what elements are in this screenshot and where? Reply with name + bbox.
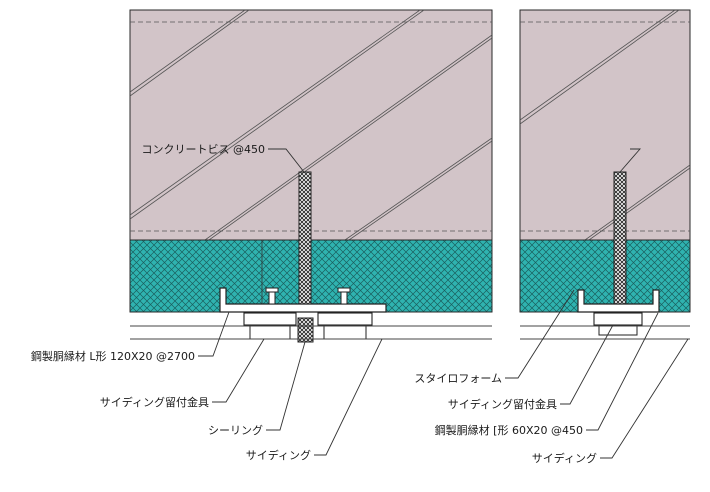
- left-sealing-joint: [297, 317, 314, 343]
- right-concrete-screw: [613, 171, 627, 305]
- label-styrofoam: スタイロフォーム: [414, 372, 502, 385]
- left-l-steel-frame: [219, 287, 387, 313]
- right-styrofoam-layer: [519, 239, 691, 313]
- right-bracket-lower: [598, 324, 638, 336]
- left-frame-screws: [265, 287, 351, 305]
- left-bracket-lower-b: [323, 324, 367, 340]
- label-right-siding-bracket: サイディング留付金具: [448, 397, 557, 411]
- label-left-siding: サイディング: [246, 448, 311, 462]
- label-right-steel-frame: 鋼製胴縁材 [形 60X20 @450: [435, 423, 583, 437]
- left-siding-bracket-b: [317, 312, 373, 326]
- label-left-sealing: シーリング: [208, 423, 263, 437]
- leader-lines: [198, 148, 689, 459]
- left-siding-bracket-a: [243, 312, 297, 326]
- left-concrete-screw: [298, 171, 312, 305]
- right-siding-bracket: [593, 312, 643, 326]
- left-bracket-lower-a: [249, 324, 291, 340]
- left-detail: [129, 9, 493, 343]
- right-detail: [519, 9, 691, 340]
- right-concrete-wall: [519, 9, 691, 241]
- label-left-steel-frame: 鋼製胴縁材 L形 120X20 @2700: [31, 349, 195, 363]
- label-right-siding: サイディング: [532, 451, 597, 465]
- label-left-siding-bracket: サイディング留付金具: [100, 395, 209, 409]
- right-concrete-hatch-lines: [520, 10, 690, 240]
- label-concrete-screw: コンクリートビス @450: [142, 143, 266, 156]
- left-concrete-hatch-lines: [130, 10, 492, 240]
- right-c-steel-frame: [577, 289, 660, 313]
